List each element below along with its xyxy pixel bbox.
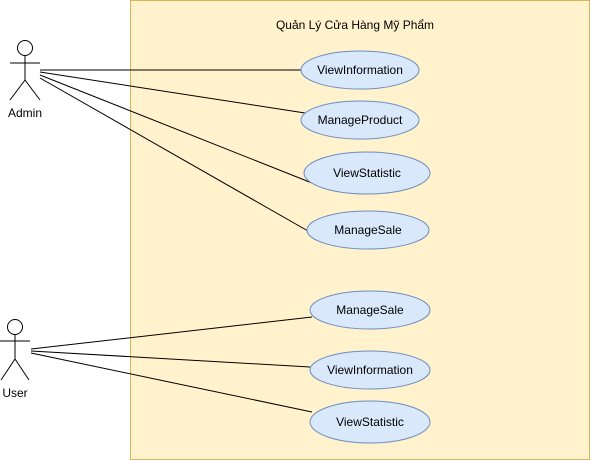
use-case-admin-managesale[interactable]: ManageSale [306,210,430,250]
use-case-ellipse [300,100,420,140]
actor-admin-head [17,40,33,56]
use-case-label: ManageSale [336,303,404,317]
user-associations [30,316,313,413]
use-case-label: ManageSale [334,223,402,237]
actor-user-right-leg [14,358,30,381]
system-title: Quản Lý Cửa Hàng Mỹ Phẩm [276,18,434,32]
use-case-ellipse [303,151,431,195]
actor-user-head [7,319,23,335]
use-case-ellipse [300,50,420,90]
actor-user-left-leg [0,358,16,381]
use-case-ellipse [306,210,430,250]
use-case-user-viewstatistic[interactable]: ViewStatistic [309,400,431,444]
association-admin-managesale[interactable] [39,77,309,232]
use-case-user-managesale[interactable]: ManageSale [309,290,431,330]
use-case-admin-viewstatistic[interactable]: ViewStatistic [303,151,431,195]
use-case-label: ViewStatistic [333,166,401,180]
use-case-label: ViewStatistic [336,415,404,429]
association-admin-manageproduct[interactable] [39,71,306,114]
use-case-ellipse [309,400,431,444]
actor-user[interactable] [0,319,30,381]
use-case-label: ViewInformation [327,363,413,377]
association-user-viewstatistic[interactable] [30,352,313,413]
actor-admin[interactable] [9,40,41,101]
use-case-ellipse [309,350,431,390]
actor-user-label: User [2,386,27,400]
admin-associations [39,69,313,232]
use-case-ellipse [309,290,431,330]
use-case-admin-viewinformation[interactable]: ViewInformation [300,50,420,90]
association-user-managesale[interactable] [30,316,313,350]
association-admin-viewstatistic[interactable] [39,74,313,184]
actor-admin-left-leg [9,79,26,101]
use-case-user-viewinformation[interactable]: ViewInformation [309,350,431,390]
actor-admin-label: Admin [8,106,42,120]
association-user-viewinformation[interactable] [30,350,311,368]
use-case-admin-manageproduct[interactable]: ManageProduct [300,100,420,140]
use-case-label: ManageProduct [318,113,403,127]
use-case-label: ViewInformation [317,63,403,77]
actor-admin-right-leg [24,79,41,101]
